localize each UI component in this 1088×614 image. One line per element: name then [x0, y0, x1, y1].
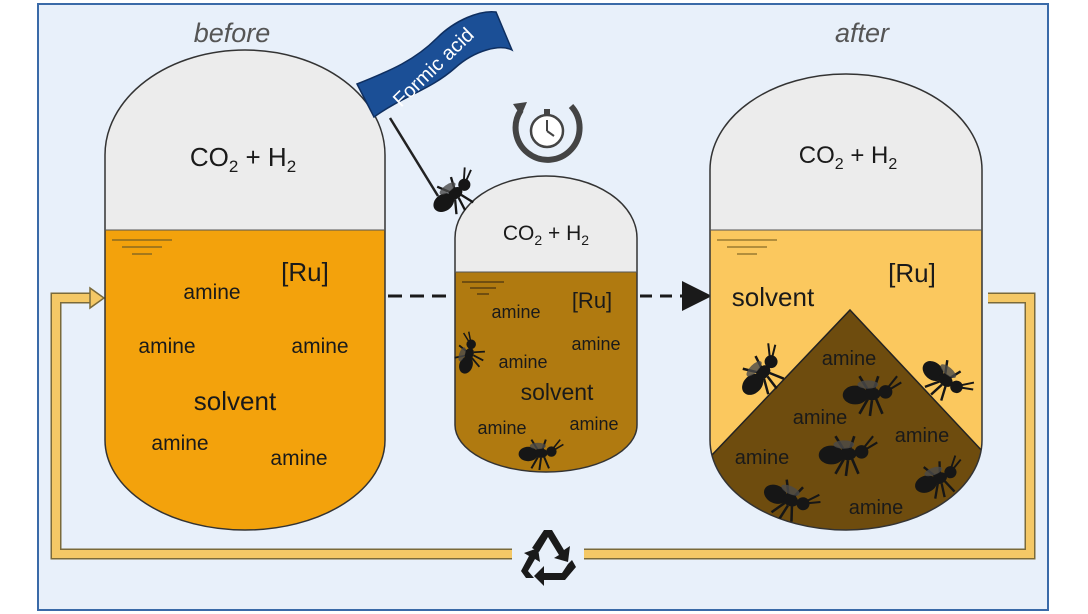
liquid-before: [105, 230, 385, 530]
headspace-before: [105, 50, 385, 230]
solvent-label-after: solvent: [732, 282, 815, 312]
amine-label: amine: [491, 302, 540, 322]
liquid-middle: [455, 272, 637, 472]
amine-label: amine: [735, 447, 789, 469]
amine-label: amine: [822, 348, 876, 370]
solvent-label-before: solvent: [194, 386, 277, 416]
amine-label: amine: [291, 335, 348, 358]
liquid-level-mark-before: [112, 239, 172, 255]
gas-label-after: CO2 + H2: [799, 142, 898, 173]
recycle-icon: [512, 522, 584, 586]
amine-label: amine: [793, 407, 847, 429]
vessel-before: CO2 + H2 [Ru] amine amine amine solvent …: [104, 49, 386, 531]
amine-label: amine: [569, 414, 618, 434]
catalyst-label-middle: [Ru]: [572, 288, 612, 313]
amine-label: amine: [477, 418, 526, 438]
amine-label: amine: [849, 497, 903, 519]
gas-label-middle: CO2 + H2: [503, 222, 589, 248]
catalyst-label-after: [Ru]: [888, 258, 936, 288]
vessel-middle: CO2 + H2 [Ru] amine amine amine solvent …: [449, 175, 638, 473]
solvent-label-middle: solvent: [521, 379, 594, 405]
headspace-after: [710, 74, 982, 230]
loop-arrowhead: [89, 286, 106, 310]
amine-label: amine: [571, 334, 620, 354]
amine-label: amine: [151, 432, 208, 455]
vessel-after: CO2 + H2 [Ru] solvent amine amine amine …: [709, 73, 983, 533]
amine-label: amine: [138, 335, 195, 358]
amine-label: amine: [498, 352, 547, 372]
gas-label-before: CO2 + H2: [190, 142, 296, 176]
catalyst-label-before: [Ru]: [281, 257, 329, 287]
liquid-level-mark-middle: [462, 281, 504, 295]
amine-label: amine: [270, 447, 327, 470]
liquid-level-mark-after: [717, 239, 777, 255]
amine-label: amine: [895, 425, 949, 447]
phase-after-label: after: [835, 18, 890, 48]
phase-before-label: before: [194, 18, 271, 48]
amine-label: amine: [183, 281, 240, 304]
stopwatch-icon: [512, 102, 583, 163]
